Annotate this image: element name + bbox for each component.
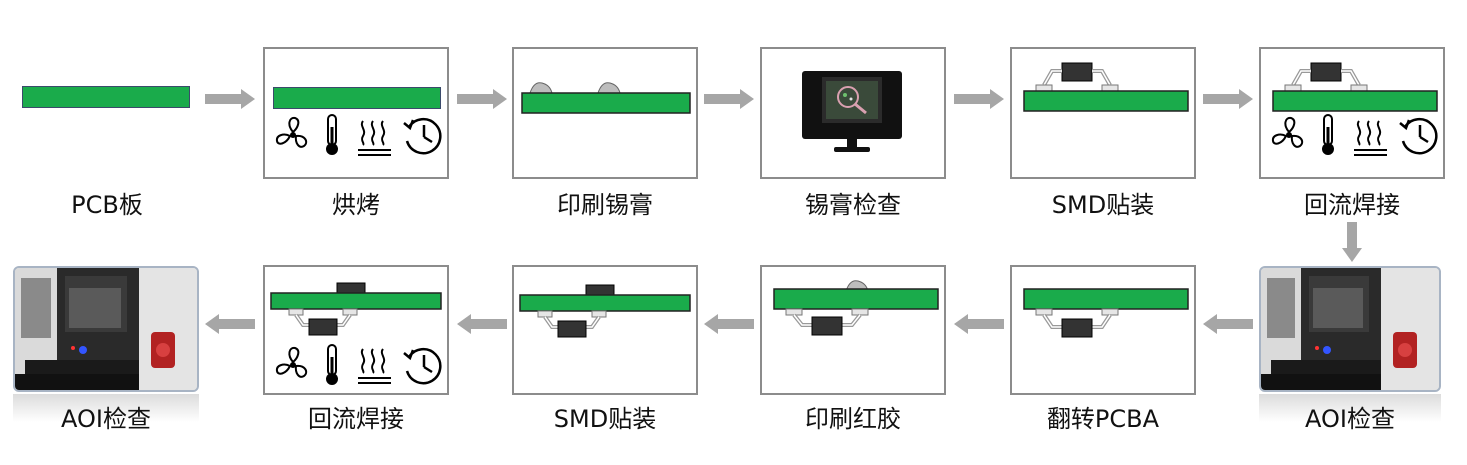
arrow-right-icon bbox=[1203, 89, 1253, 109]
step-reflow-2-box bbox=[263, 265, 449, 395]
aoi-machine-photo bbox=[13, 266, 199, 392]
label-paste-inspect: 锡膏检查 bbox=[805, 191, 901, 219]
double-side-pcb-graphic bbox=[519, 284, 691, 338]
pcb-board-graphic bbox=[22, 86, 190, 108]
arrow-left-icon bbox=[704, 314, 754, 334]
step-paste-inspect-box bbox=[760, 47, 946, 179]
aoi-machine-photo bbox=[1259, 266, 1441, 392]
label-smd-mount-2: SMD贴装 bbox=[553, 405, 657, 433]
aoi-photo-reflection bbox=[1259, 394, 1441, 422]
thermometer-icon bbox=[1322, 114, 1334, 155]
thermometer-icon bbox=[326, 114, 338, 155]
step-smd-mount-2-box bbox=[512, 265, 698, 395]
label-pcb-board: PCB板 bbox=[71, 191, 143, 219]
pcb-with-component-graphic bbox=[1023, 62, 1189, 112]
heat-waves-icon bbox=[1354, 120, 1387, 156]
step-reflow-1-box bbox=[1259, 47, 1445, 179]
step-smd-mount-1-box bbox=[1010, 47, 1196, 179]
flipped-pcb-graphic bbox=[1023, 288, 1189, 338]
thermometer-icon bbox=[326, 344, 338, 385]
heat-waves-icon bbox=[358, 348, 391, 384]
pcb-with-paste-graphic bbox=[521, 82, 691, 114]
double-side-pcb-graphic bbox=[270, 282, 442, 336]
label-baking: 烘烤 bbox=[332, 191, 380, 219]
arrow-right-icon bbox=[205, 89, 255, 109]
label-flip-pcba: 翻转PCBA bbox=[1046, 405, 1160, 433]
pcb-with-glue-graphic bbox=[773, 280, 939, 336]
arrow-right-icon bbox=[704, 89, 754, 109]
arrow-left-icon bbox=[205, 314, 255, 334]
heat-waves-icon bbox=[358, 120, 391, 156]
label-reflow-1: 回流焊接 bbox=[1304, 191, 1400, 219]
label-reflow-2: 回流焊接 bbox=[308, 405, 404, 433]
pcb-board-graphic bbox=[273, 87, 441, 109]
arrow-left-icon bbox=[1203, 314, 1253, 334]
arrow-down-icon bbox=[1342, 222, 1362, 262]
step-print-glue-box bbox=[760, 265, 946, 395]
arrow-left-icon bbox=[954, 314, 1004, 334]
monitor-inspection-icon bbox=[802, 71, 902, 152]
timer-clock-icon bbox=[1399, 117, 1438, 155]
step-baking-box bbox=[263, 47, 449, 179]
timer-clock-icon bbox=[403, 117, 442, 155]
label-smd-mount-1: SMD贴装 bbox=[1051, 191, 1155, 219]
label-print-glue: 印刷红胶 bbox=[805, 405, 901, 433]
fan-icon bbox=[275, 346, 308, 378]
label-aoi-1: AOI检查 bbox=[1305, 405, 1395, 433]
label-aoi-2: AOI检查 bbox=[61, 405, 151, 433]
fan-icon bbox=[1271, 116, 1304, 148]
arrow-left-icon bbox=[457, 314, 507, 334]
arrow-right-icon bbox=[954, 89, 1004, 109]
label-print-paste: 印刷锡膏 bbox=[557, 191, 653, 219]
timer-clock-icon bbox=[403, 347, 442, 385]
step-print-paste-box bbox=[512, 47, 698, 179]
pcb-with-component-graphic bbox=[1272, 62, 1438, 112]
arrow-right-icon bbox=[457, 89, 507, 109]
aoi-photo-reflection bbox=[13, 394, 199, 422]
fan-icon bbox=[275, 116, 308, 148]
step-flip-pcba-box bbox=[1010, 265, 1196, 395]
